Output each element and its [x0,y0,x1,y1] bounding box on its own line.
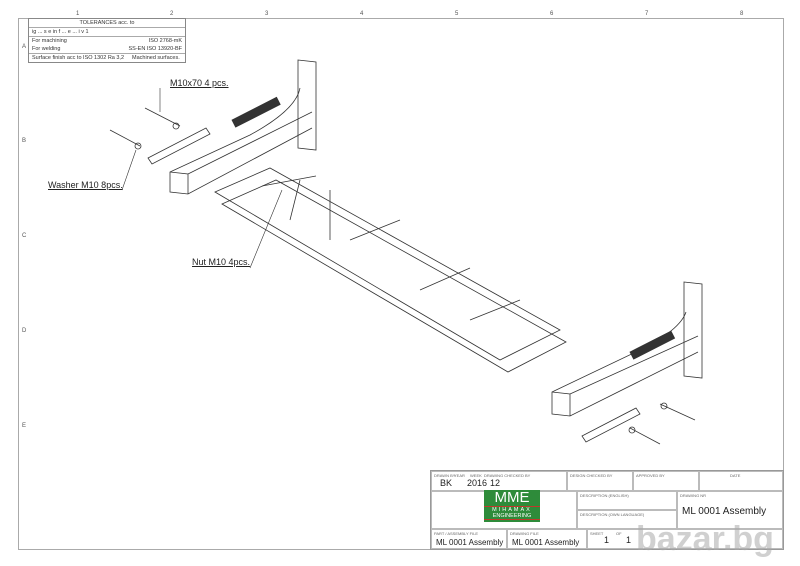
zone-col: 1 [76,11,80,17]
sheet-number: 1 [604,535,610,545]
sheet-label: SHEET [590,531,604,536]
week: 12 [490,478,501,488]
drawing-file: ML 0001 Assembly [512,538,580,547]
zone-row: D [22,328,27,334]
welding-value: SS-EN ISO 13920-BF [128,46,183,52]
date-label: DATE [730,473,741,478]
machining-label: For machining [32,38,67,44]
right-wall-bracket [551,281,703,417]
year-label: YEAR [454,473,465,478]
drawing-file-label: DRAWING FILE [510,531,539,536]
bolt-callout: M10x70 4 pcs. [170,78,229,88]
surface-note: Machined surfaces. [132,55,180,61]
zone-col: 6 [550,11,554,17]
surface-finish: Surface finish acc to ISO 1302 Ra 3,2 [32,55,125,61]
left-plate [147,127,211,165]
zone-col: 5 [455,11,459,17]
leader-lines [121,88,283,269]
mihamax-logo: MME MIHAMAX ENGINEERING [484,490,540,522]
tolerance-table: TOLERANCES acc. to ig ... s e in f ... e… [28,18,186,63]
drawing-nr-label: DRAWING NR [680,493,707,498]
week-label: WEEK [470,473,482,478]
right-bolts [628,402,696,445]
part-file: ML 0001 Assembly [436,538,504,547]
left-bolts [109,107,181,150]
zone-row: E [22,423,27,429]
logo-mark: MME [484,490,540,507]
logo-line1: MIHAMAX [492,507,532,513]
machining-value: ISO 2768-mK [148,38,182,44]
zone-row: C [22,233,27,239]
zone-row: B [22,138,27,144]
of-label: OF [616,531,622,536]
watermark-logo: bazar.bg [636,520,774,558]
zone-col: 8 [740,11,744,17]
logo-line2: ENGINEERING [484,513,540,520]
part-file-label: PART / ASSEMBLY FILE [434,531,479,536]
left-wall-bracket [169,59,317,195]
washer-callout: Washer M10 8pcs. [48,180,123,190]
desc-own-label: DESCRIPTION (OWN LANGUAGE) [580,512,645,517]
sheet-total: 1 [626,535,632,545]
sheet-border [18,18,784,550]
right-plate [581,407,641,443]
approved-label: APPROVED BY [636,473,665,478]
tolerance-row: ig ... s e in f ... e ... i v 1 [29,28,185,37]
design-checked-label: DESIGN CHECKED BY [570,473,613,478]
drawing-checked-label: DRAWING CHECKED BY [484,473,531,478]
zone-col: 2 [170,11,174,17]
zone-row: A [22,44,27,50]
drawn-by-label: DRAWN BY [434,473,456,478]
zone-col: 4 [360,11,364,17]
pullup-frame [214,167,567,373]
zone-col: 3 [265,11,269,17]
drawing-nr: ML 0001 Assembly [682,506,767,517]
zone-col: 7 [645,11,649,17]
drawn-by: BK [440,478,453,488]
nut-callout: Nut M10 4pcs. [192,257,251,267]
welding-label: For welding [32,46,61,52]
year: 2016 [467,478,488,488]
desc-en-label: DESCRIPTION (ENGLISH) [580,493,629,498]
tolerance-title: TOLERANCES acc. to [29,19,185,28]
